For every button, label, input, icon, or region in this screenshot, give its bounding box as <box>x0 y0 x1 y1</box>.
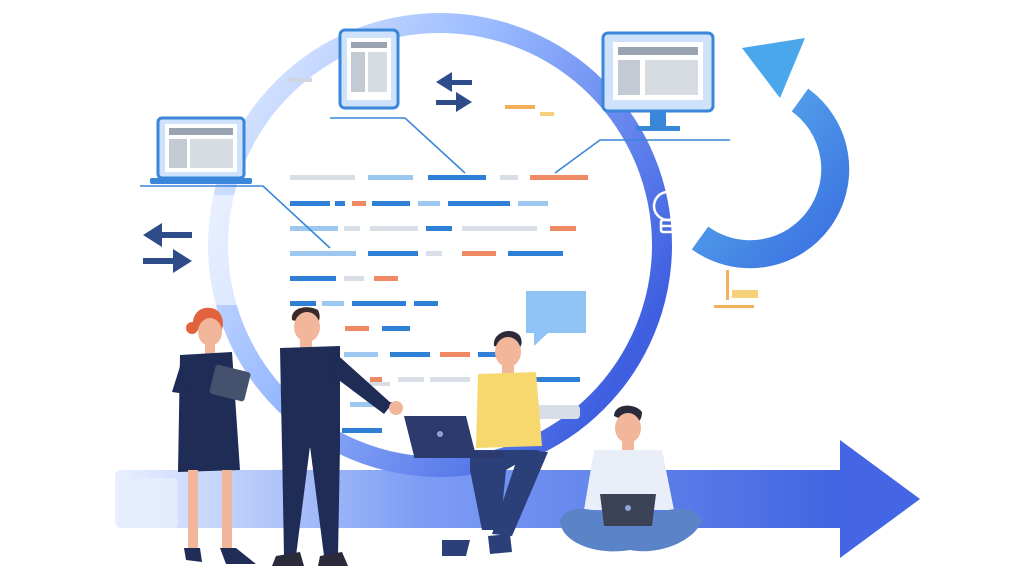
code-line-segment <box>290 201 330 206</box>
code-line-segment <box>440 352 470 357</box>
code-line-segment <box>550 226 576 231</box>
code-line-segment <box>390 352 430 357</box>
code-line-segment <box>350 402 374 407</box>
code-line-segment <box>345 326 369 331</box>
laptop-icon <box>150 116 252 184</box>
tablet-icon <box>338 28 400 110</box>
code-line-segment <box>290 301 316 306</box>
code-line-segment <box>508 251 563 256</box>
code-line-segment <box>414 301 438 306</box>
code-line-segment <box>382 326 410 331</box>
woman-with-tablet <box>172 307 256 564</box>
man-cross-legged-with-laptop <box>560 405 702 552</box>
swap-arrows-icon <box>143 223 192 273</box>
lightbulb-icon <box>652 190 684 234</box>
code-line-segment <box>370 226 418 231</box>
code-line-segment <box>426 251 442 256</box>
desktop-monitor-icon <box>601 31 715 131</box>
cycle-ring <box>180 13 672 477</box>
code-line-segment <box>290 175 355 180</box>
code-line-segment <box>462 251 496 256</box>
code-line-segment <box>352 201 366 206</box>
code-line-segment <box>290 251 356 256</box>
code-line-segment <box>398 377 424 382</box>
code-line-segment <box>335 201 345 206</box>
code-line-segment <box>530 175 588 180</box>
code-line-segment <box>290 276 336 281</box>
code-line-segment <box>352 301 406 306</box>
code-line-segment <box>500 175 518 180</box>
refresh-arrow-icon <box>691 38 850 269</box>
code-line-segment <box>430 377 470 382</box>
code-line-segment <box>462 226 537 231</box>
code-line-segment <box>372 201 410 206</box>
code-line-segment <box>368 175 413 180</box>
code-line-segment <box>290 226 338 231</box>
code-line-segment <box>322 301 344 306</box>
code-line-segment <box>344 226 360 231</box>
code-line-segment <box>368 251 418 256</box>
code-line-segment <box>374 276 398 281</box>
swap-arrows-icon <box>436 72 472 112</box>
code-line-segment <box>370 377 382 382</box>
code-line-segment <box>518 201 548 206</box>
man-with-laptop-sitting <box>404 331 548 556</box>
code-line-segment <box>426 226 452 231</box>
connector-lines <box>140 117 730 249</box>
code-line-segment <box>344 276 364 281</box>
code-line-segment <box>342 428 382 433</box>
code-line-segment <box>478 352 500 357</box>
speech-bubble-icon <box>526 291 586 346</box>
man-in-suit-pointing <box>272 307 403 566</box>
code-lines <box>290 175 588 433</box>
background-panels <box>118 478 178 528</box>
code-line-segment <box>428 175 486 180</box>
code-line-segment <box>448 201 510 206</box>
code-line-segment <box>418 201 440 206</box>
code-line-segment <box>344 352 378 357</box>
